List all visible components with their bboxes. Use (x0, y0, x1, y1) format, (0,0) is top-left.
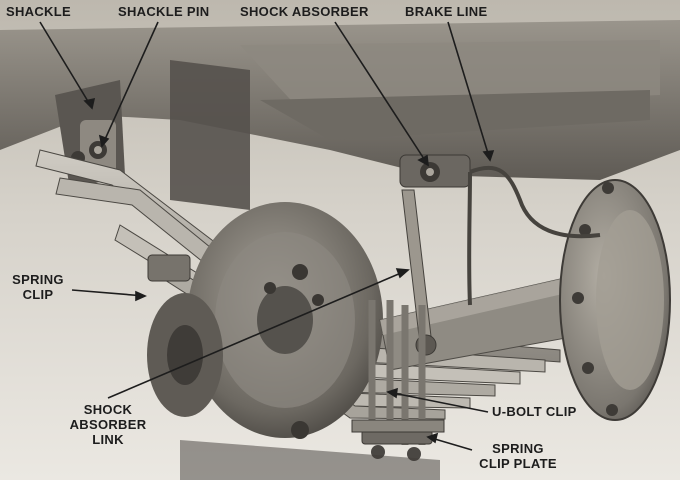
callout-shock-link-line1: SHOCK (83, 402, 133, 417)
callout-shock-absorber-link: SHOCK ABSORBER LINK (62, 402, 154, 447)
callout-spring-clip-plate: SPRING CLIP PLATE (470, 441, 566, 471)
body-panel (170, 60, 250, 210)
callout-brake-line: BRAKE LINE (405, 4, 488, 19)
brake-line-tube (469, 165, 601, 239)
callout-spring-clip-line2: CLIP (22, 287, 54, 302)
callout-u-bolt-clip: U-BOLT CLIP (492, 404, 577, 419)
callout-shock-absorber: SHOCK ABSORBER (240, 4, 369, 19)
spring-clip-plate-part (351, 419, 445, 433)
callout-spring-clip-line1: SPRING (12, 272, 64, 287)
spring-clip-part (147, 254, 191, 282)
callout-spring-clip: SPRING CLIP (8, 272, 68, 302)
shock-absorber-part (399, 154, 471, 188)
callout-spring-clip-plate-line1: SPRING (492, 441, 544, 456)
differential-housing (559, 179, 671, 421)
callout-spring-clip-plate-line2: CLIP PLATE (479, 456, 557, 471)
callout-shock-link-line3: LINK (92, 432, 124, 447)
callout-shock-link-line2: ABSORBER (69, 417, 147, 432)
callout-shackle-pin: SHACKLE PIN (118, 4, 210, 19)
callout-shackle: SHACKLE (6, 4, 71, 19)
